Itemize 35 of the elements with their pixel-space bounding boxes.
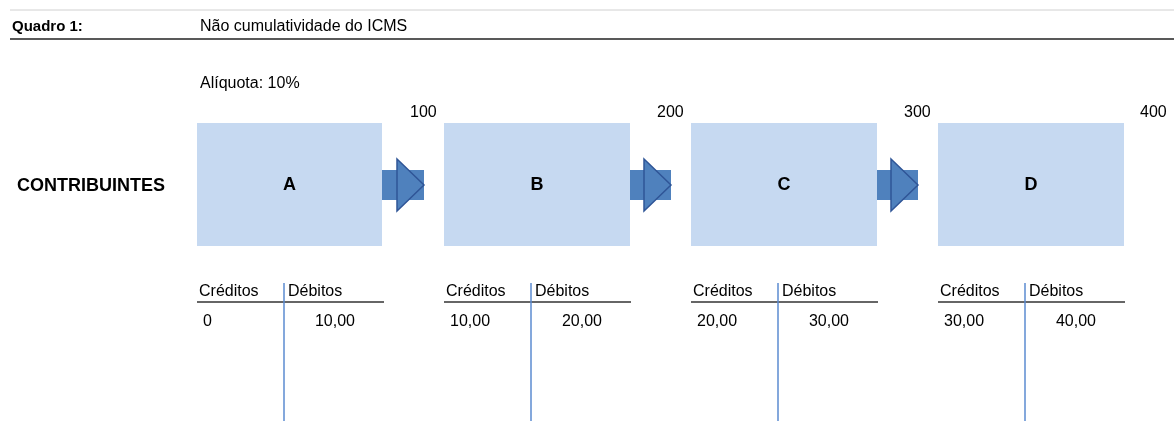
table-cell: 20,00 — [697, 311, 738, 331]
process-box — [444, 123, 630, 246]
process-box — [691, 123, 877, 246]
box-label: C — [777, 174, 791, 195]
table-cell-text: 40,00 — [1054, 311, 1096, 331]
column-header: Créditos — [199, 281, 259, 301]
table-cell-text: 10,00 — [313, 311, 355, 331]
table-cell-text: 30,00 — [807, 311, 849, 331]
process-box — [197, 123, 382, 246]
column-header: Créditos — [693, 281, 753, 301]
block-arrow — [630, 158, 672, 212]
box-label: D — [1024, 174, 1038, 195]
table-cell: 10,00 — [450, 311, 491, 331]
column-header: Débitos — [288, 281, 343, 301]
box-label: B — [530, 174, 544, 195]
row-label: CONTRIBUINTES — [17, 175, 165, 195]
table-cell-text: 20,00 — [560, 311, 602, 331]
value-label: 200 — [657, 102, 684, 122]
value-label: 100 — [410, 102, 437, 122]
column-header: Créditos — [446, 281, 506, 301]
box-label: A — [283, 174, 296, 195]
table-cell: 30,00 — [944, 311, 985, 331]
block-arrow — [382, 158, 425, 212]
chart-title: Não cumulatividade do ICMS — [200, 16, 408, 36]
column-header: Débitos — [1029, 281, 1084, 301]
rate-note: Alíquota: 10% — [200, 73, 300, 93]
block-arrow — [877, 158, 919, 212]
table-cell: 0 — [203, 311, 212, 331]
column-header: Créditos — [940, 281, 1000, 301]
value-label: 300 — [904, 102, 931, 122]
value-label: 400 — [1140, 102, 1167, 122]
process-box — [938, 123, 1124, 246]
heading-label: Quadro 1: — [12, 16, 83, 36]
column-header: Débitos — [782, 281, 837, 301]
column-header: Débitos — [535, 281, 590, 301]
